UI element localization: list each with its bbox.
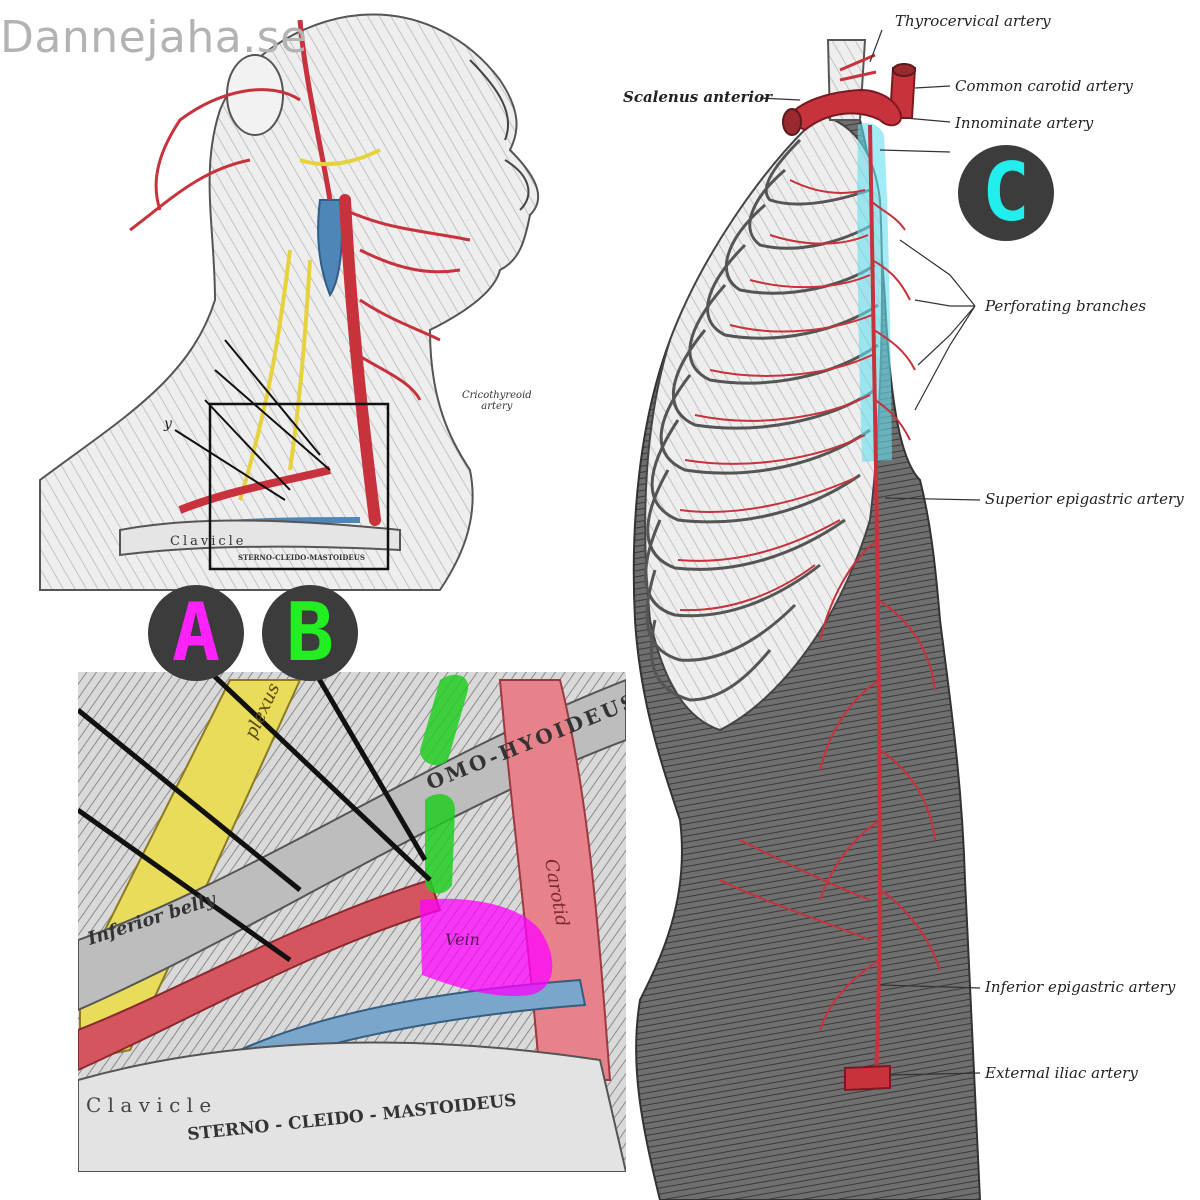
marker-a-badge: A (148, 585, 244, 681)
epigastric-artery (874, 469, 883, 1081)
zoom-pointer-lines (78, 672, 432, 963)
epigastric-branches (719, 199, 941, 1031)
clavicle (119, 519, 401, 557)
label-external-iliac-artery: External iliac artery (985, 1064, 1138, 1082)
internal-thoracic-artery (868, 124, 878, 471)
neck-nerves (238, 148, 381, 501)
zoom-highlight-b-upper (420, 674, 469, 766)
watermark: Dannejaha.se (0, 12, 308, 63)
head-neck-silhouette (39, 13, 540, 591)
neck-label-clavicle: Clavicle (170, 534, 247, 549)
zoom-highlight-b-lower (425, 794, 455, 894)
label-thyrocervical-artery: Thyrocervical artery (895, 12, 1051, 30)
external-iliac-artery (844, 1064, 891, 1092)
label-superior-epigastric-artery: Superior epigastric artery (985, 490, 1184, 508)
label-scalenus-anterior: Scalenus anterior (623, 88, 773, 106)
ear (226, 54, 284, 136)
subclavian-artery-top (783, 88, 902, 132)
torso-illustration (632, 29, 982, 1200)
zoom-highlight-a (420, 898, 553, 996)
marker-b-letter: B (285, 586, 335, 679)
zoom-label-vein: Vein (445, 930, 480, 949)
marker-c-letter: C (981, 146, 1031, 239)
label-inferior-epigastric-artery: Inferior epigastric artery (985, 978, 1176, 996)
zoom-clavicle (78, 1041, 626, 1172)
zoom-inset: OMO-HYOIDEUS Inferior belly Carotid Vein… (78, 672, 626, 1172)
neck-label-sterno: STERNO-CLEIDO-MASTOIDEUS (238, 553, 365, 562)
marker-c-badge: C (958, 145, 1054, 241)
neck-illustration: y Clavicle STERNO-CLEIDO-MASTOIDEUS (39, 13, 540, 591)
neck-label-y: y (163, 416, 173, 432)
label-perforating-branches: Perforating branches (985, 297, 1147, 315)
torso-leader-lines (759, 29, 981, 1076)
marker-b-badge: B (262, 585, 358, 681)
label-common-carotid-artery: Common carotid artery (955, 77, 1133, 95)
zoom-carotid-artery (498, 679, 612, 1081)
marker-a-letter: A (171, 586, 221, 679)
intercostal-arteries (677, 179, 873, 612)
zoom-region-box (208, 402, 390, 571)
zoom-label-clavicle: C l a v i c l e (86, 1093, 211, 1117)
neck-label-cricothyroid: Cricothyreoid artery (462, 390, 532, 412)
label-innominate-artery: Innominate artery (955, 114, 1094, 132)
neck-pointer-lines (174, 339, 331, 501)
zoom-omohyoid-band (78, 678, 626, 1012)
